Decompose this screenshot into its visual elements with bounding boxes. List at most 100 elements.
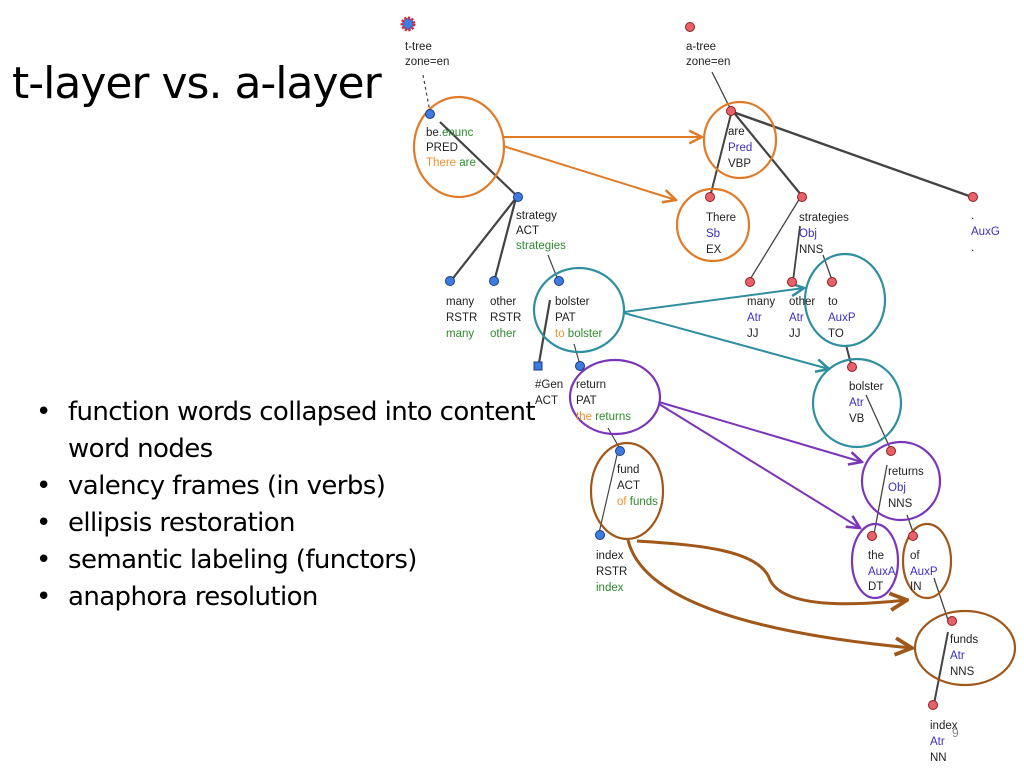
- t-root-label: t-tree: [405, 41, 432, 53]
- t-node-return-forms: the returns: [576, 411, 631, 423]
- t-node-many[interactable]: [445, 276, 455, 286]
- t-node-index-functor: RSTR: [596, 566, 627, 578]
- t-node-many-functor: RSTR: [446, 312, 477, 324]
- a-node-returns-afun: Obj: [888, 482, 906, 494]
- t-node-fund-lemma: fund: [617, 464, 639, 476]
- a-node-period-tag: .: [971, 242, 974, 254]
- a-edge-are-there: [709, 113, 732, 198]
- t-node-fund[interactable]: [615, 446, 625, 456]
- a-node-to-afun: AuxP: [828, 312, 856, 324]
- a-node-of-form: of: [910, 550, 920, 562]
- a-root-node[interactable]: [685, 22, 695, 32]
- t-edge-fund-index: [598, 454, 618, 534]
- a-node-strategies[interactable]: [797, 192, 807, 202]
- t-node-index[interactable]: [595, 530, 605, 540]
- orange-group-a-are: [702, 100, 778, 180]
- t-node-be-lemma: be.enunc: [426, 127, 474, 139]
- a-node-many-tag: JJ: [747, 328, 759, 340]
- alignment-groups: [412, 95, 1017, 687]
- a-edge-to-bolster: [845, 344, 852, 365]
- t-node-other-form: other: [490, 328, 516, 340]
- t-node-be-functor: PRED: [426, 142, 458, 154]
- t-tree-nodes: t-tree zone=en be.enunc PRED There are s…: [400, 16, 658, 594]
- orange-arrow-be-there: [502, 145, 676, 200]
- t-edge-root-be: [422, 74, 431, 113]
- a-node-other-form: other: [789, 296, 815, 308]
- a-node-there-afun: Sb: [706, 228, 720, 240]
- bullet-item: valency frames (in verbs): [36, 468, 538, 505]
- t-node-bolster-forms: to bolster: [555, 328, 602, 340]
- a-node-of[interactable]: [908, 531, 918, 541]
- a-node-index-tag: NN: [930, 752, 947, 764]
- a-node-strategies-afun: Obj: [799, 228, 817, 240]
- t-node-fund-forms: of funds: [617, 496, 658, 508]
- a-node-there[interactable]: [705, 192, 715, 202]
- a-edge-are-strategies: [734, 113, 803, 197]
- purple-arrow-return-the: [658, 403, 860, 528]
- a-node-are-afun: Pred: [728, 142, 752, 154]
- t-node-strategy[interactable]: [513, 192, 523, 202]
- a-node-funds-tag: NNS: [950, 666, 975, 678]
- a-node-other-tag: JJ: [789, 328, 801, 340]
- t-root-node[interactable]: [400, 16, 416, 32]
- a-node-strategies-form: strategies: [799, 212, 849, 224]
- a-node-period-form: .: [971, 210, 974, 222]
- t-edge-bolster-gen: [537, 299, 552, 364]
- a-edge-returns-the: [873, 464, 888, 535]
- t-node-other[interactable]: [489, 276, 499, 286]
- t-node-bolster-functor: PAT: [555, 312, 576, 324]
- t-node-bolster-lemma: bolster: [555, 296, 590, 308]
- a-node-period[interactable]: [968, 192, 978, 202]
- brown-group-a-of: [901, 522, 953, 600]
- t-node-many-form: many: [446, 328, 474, 340]
- a-node-bolster[interactable]: [847, 362, 857, 372]
- a-tree-nodes: a-tree zone=en are Pred VBP There Sb EX …: [685, 22, 1000, 764]
- a-node-many-afun: Atr: [747, 312, 762, 324]
- a-edge-strategies-other: [792, 225, 801, 282]
- teal-group-a-bolster: [811, 357, 903, 449]
- a-node-index-form: index: [930, 720, 958, 732]
- t-edge-be-strategy: [439, 121, 519, 198]
- a-edge-funds-index: [933, 631, 949, 705]
- t-root-zone: zone=en: [405, 56, 449, 68]
- a-node-bolster-tag: VB: [849, 413, 865, 425]
- purple-arrow-return-returns: [658, 401, 862, 462]
- alignment-arrows: [502, 137, 912, 648]
- t-node-gen-functor: ACT: [535, 395, 558, 407]
- a-node-index-afun: Atr: [930, 736, 945, 748]
- t-node-many-lemma: many: [446, 296, 474, 308]
- a-node-other-afun: Atr: [789, 312, 804, 324]
- a-node-to-tag: TO: [828, 328, 844, 340]
- t-node-fund-functor: ACT: [617, 480, 640, 492]
- a-node-period-afun: AuxG: [971, 226, 1000, 238]
- teal-group-a-to: [803, 252, 887, 348]
- a-node-are[interactable]: [726, 106, 736, 116]
- teal-group-t-bolster: [532, 266, 626, 354]
- t-node-gen[interactable]: [533, 361, 543, 371]
- a-root-zone: zone=en: [686, 56, 730, 68]
- a-node-to[interactable]: [827, 277, 837, 287]
- t-node-return[interactable]: [575, 361, 585, 371]
- a-node-there-form: There: [706, 212, 736, 224]
- bullet-item: ellipsis restoration: [36, 505, 538, 542]
- a-node-of-tag: IN: [910, 581, 922, 593]
- t-node-be[interactable]: [425, 109, 435, 119]
- a-edge-bolster-returns: [865, 394, 891, 449]
- t-node-return-lemma: return: [576, 379, 606, 391]
- a-node-many[interactable]: [745, 277, 755, 287]
- a-node-other[interactable]: [787, 277, 797, 287]
- a-node-funds[interactable]: [947, 616, 957, 626]
- bullet-item: semantic labeling (functors): [36, 542, 538, 579]
- a-node-returns-form: returns: [888, 466, 924, 478]
- a-node-of-afun: AuxP: [910, 566, 938, 578]
- t-node-bolster[interactable]: [554, 276, 564, 286]
- purple-group-t-return: [568, 358, 662, 436]
- a-node-returns[interactable]: [886, 446, 896, 456]
- a-node-the[interactable]: [867, 531, 877, 541]
- t-node-strategy-functor: ACT: [516, 225, 539, 237]
- a-node-are-tag: VBP: [728, 158, 751, 170]
- a-node-index[interactable]: [928, 700, 938, 710]
- a-node-to-form: to: [828, 296, 838, 308]
- t-node-return-functor: PAT: [576, 395, 597, 407]
